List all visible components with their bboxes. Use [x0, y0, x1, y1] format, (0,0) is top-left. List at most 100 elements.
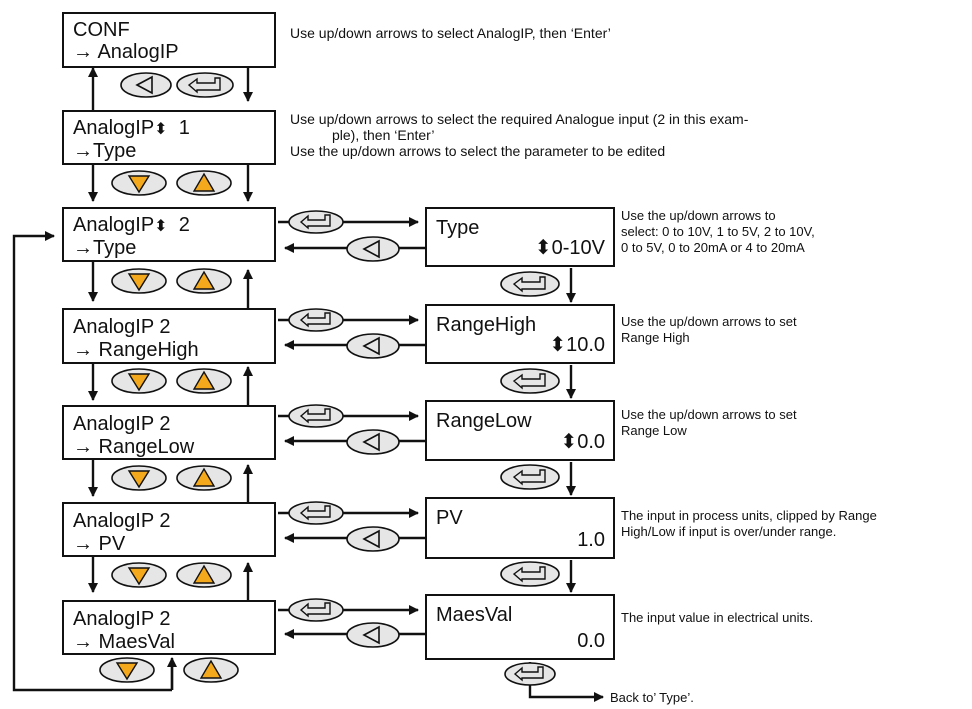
enter-button[interactable]	[499, 367, 561, 395]
param-name: MaesVal	[436, 604, 513, 626]
enter-button[interactable]	[287, 500, 345, 526]
down-arrow-icon	[127, 373, 151, 392]
param-box-pv: PV 1.0	[425, 497, 615, 559]
enter-arrow-icon	[187, 77, 221, 94]
note-line: Range Low	[621, 423, 687, 438]
updown-icon: ⬍	[154, 121, 168, 138]
main-box-rangelow-line2: → RangeLow	[73, 436, 195, 458]
note-line: Use the up/down arrows to	[621, 208, 776, 223]
param-value: ⬍0.0	[560, 431, 605, 453]
updown-icon: ⬍	[154, 218, 168, 235]
back-arrow-icon	[362, 432, 380, 452]
enter-arrow-icon	[512, 469, 546, 486]
up-arrow-icon	[192, 370, 216, 390]
main-box-analogip-1: AnalogIP⬍ 1 →Type	[62, 110, 276, 165]
main-box-analogip-2-type-line2: →Type	[73, 237, 137, 259]
back-arrow-icon	[362, 239, 380, 259]
note-type: Use the up/down arrows to select: 0 to 1…	[621, 208, 815, 256]
note-line: Back to’ Type’.	[610, 690, 694, 705]
back-arrow-icon	[362, 336, 380, 356]
main-box-conf-line1: CONF	[73, 19, 130, 41]
back-button[interactable]	[119, 71, 173, 99]
main-box-pv: AnalogIP 2 → PV	[62, 502, 276, 557]
enter-arrow-icon	[299, 408, 331, 424]
up-arrow-icon	[192, 467, 216, 487]
note-line: High/Low if input is over/under range.	[621, 524, 837, 539]
enter-button[interactable]	[499, 560, 561, 588]
main-box-conf-line2: → AnalogIP	[73, 41, 179, 63]
down-button[interactable]	[110, 266, 168, 296]
main-label: AnalogIP	[73, 117, 155, 139]
enter-button[interactable]	[499, 270, 561, 298]
note-select-input: Use up/down arrows to select the require…	[290, 111, 748, 159]
enter-button[interactable]	[287, 307, 345, 333]
note-line: Use the up/down arrows to select the par…	[290, 143, 666, 159]
up-button[interactable]	[182, 655, 240, 685]
back-arrow-icon	[362, 529, 380, 549]
back-button[interactable]	[345, 428, 401, 456]
note-line: The input value in electrical units.	[621, 610, 814, 625]
enter-arrow-icon	[512, 373, 546, 390]
param-name: RangeLow	[436, 410, 532, 432]
param-value: 0.0	[577, 630, 605, 652]
down-button[interactable]	[110, 463, 168, 493]
back-arrow-icon	[362, 625, 380, 645]
up-button[interactable]	[175, 168, 233, 198]
up-arrow-icon	[192, 564, 216, 584]
enter-arrow-icon	[299, 505, 331, 521]
main-box-analogip-2-type-line1: AnalogIP⬍ 2	[73, 214, 190, 238]
enter-arrow-icon	[512, 276, 546, 293]
note-line: Use up/down arrows to select AnalogIP, t…	[290, 25, 611, 41]
enter-arrow-icon	[299, 602, 331, 618]
param-name: PV	[436, 507, 463, 529]
main-box-pv-line2: → PV	[73, 533, 126, 555]
param-value: 1.0	[577, 529, 605, 551]
main-box-maesval-line2: → MaesVal	[73, 631, 175, 653]
down-button[interactable]	[98, 655, 156, 685]
down-button[interactable]	[110, 560, 168, 590]
param-value: ⬍10.0	[549, 334, 605, 356]
up-arrow-icon	[192, 270, 216, 290]
note-line: Use the up/down arrows to set	[621, 407, 797, 422]
note-line: ple), then ‘Enter’	[332, 127, 435, 143]
enter-arrow-icon	[512, 566, 546, 583]
main-box-maesval-line1: AnalogIP 2	[73, 608, 171, 630]
note-line: 0 to 5V, 0 to 20mA or 4 to 20mA	[621, 240, 805, 255]
main-box-rangelow-line1: AnalogIP 2	[73, 413, 171, 435]
back-arrow-icon	[135, 75, 153, 95]
enter-button[interactable]	[503, 661, 557, 687]
down-arrow-icon	[115, 662, 139, 681]
down-button[interactable]	[110, 366, 168, 396]
param-box-rangehigh: RangeHigh ⬍10.0	[425, 304, 615, 364]
back-button[interactable]	[345, 525, 401, 553]
main-box-conf: CONF → AnalogIP	[62, 12, 276, 68]
note-line: select: 0 to 10V, 1 to 5V, 2 to 10V,	[621, 224, 815, 239]
back-button[interactable]	[345, 332, 401, 360]
main-box-analogip-1-line1: AnalogIP⬍ 1	[73, 117, 190, 141]
up-button[interactable]	[175, 266, 233, 296]
back-button[interactable]	[345, 235, 401, 263]
down-arrow-icon	[127, 567, 151, 586]
main-box-rangehigh: AnalogIP 2 → RangeHigh	[62, 308, 276, 364]
enter-button[interactable]	[175, 71, 235, 99]
main-box-rangelow: AnalogIP 2 → RangeLow	[62, 405, 276, 460]
param-box-type: Type ⬍0-10V	[425, 207, 615, 267]
input-number: 2	[178, 214, 190, 236]
up-button[interactable]	[175, 366, 233, 396]
enter-button[interactable]	[287, 403, 345, 429]
enter-button[interactable]	[287, 209, 345, 235]
enter-button[interactable]	[499, 463, 561, 491]
note-line: Use up/down arrows to select the require…	[290, 111, 749, 127]
up-button[interactable]	[175, 463, 233, 493]
input-number: 1	[178, 117, 190, 139]
up-button[interactable]	[175, 560, 233, 590]
back-button[interactable]	[345, 621, 401, 649]
param-name: Type	[436, 217, 480, 239]
param-value: ⬍0-10V	[534, 237, 605, 259]
down-button[interactable]	[110, 168, 168, 198]
enter-button[interactable]	[287, 597, 345, 623]
main-box-pv-line1: AnalogIP 2	[73, 510, 171, 532]
note-pv: The input in process units, clipped by R…	[621, 508, 877, 540]
enter-arrow-icon	[299, 214, 331, 230]
note-rangelow: Use the up/down arrows to set Range Low	[621, 407, 797, 439]
